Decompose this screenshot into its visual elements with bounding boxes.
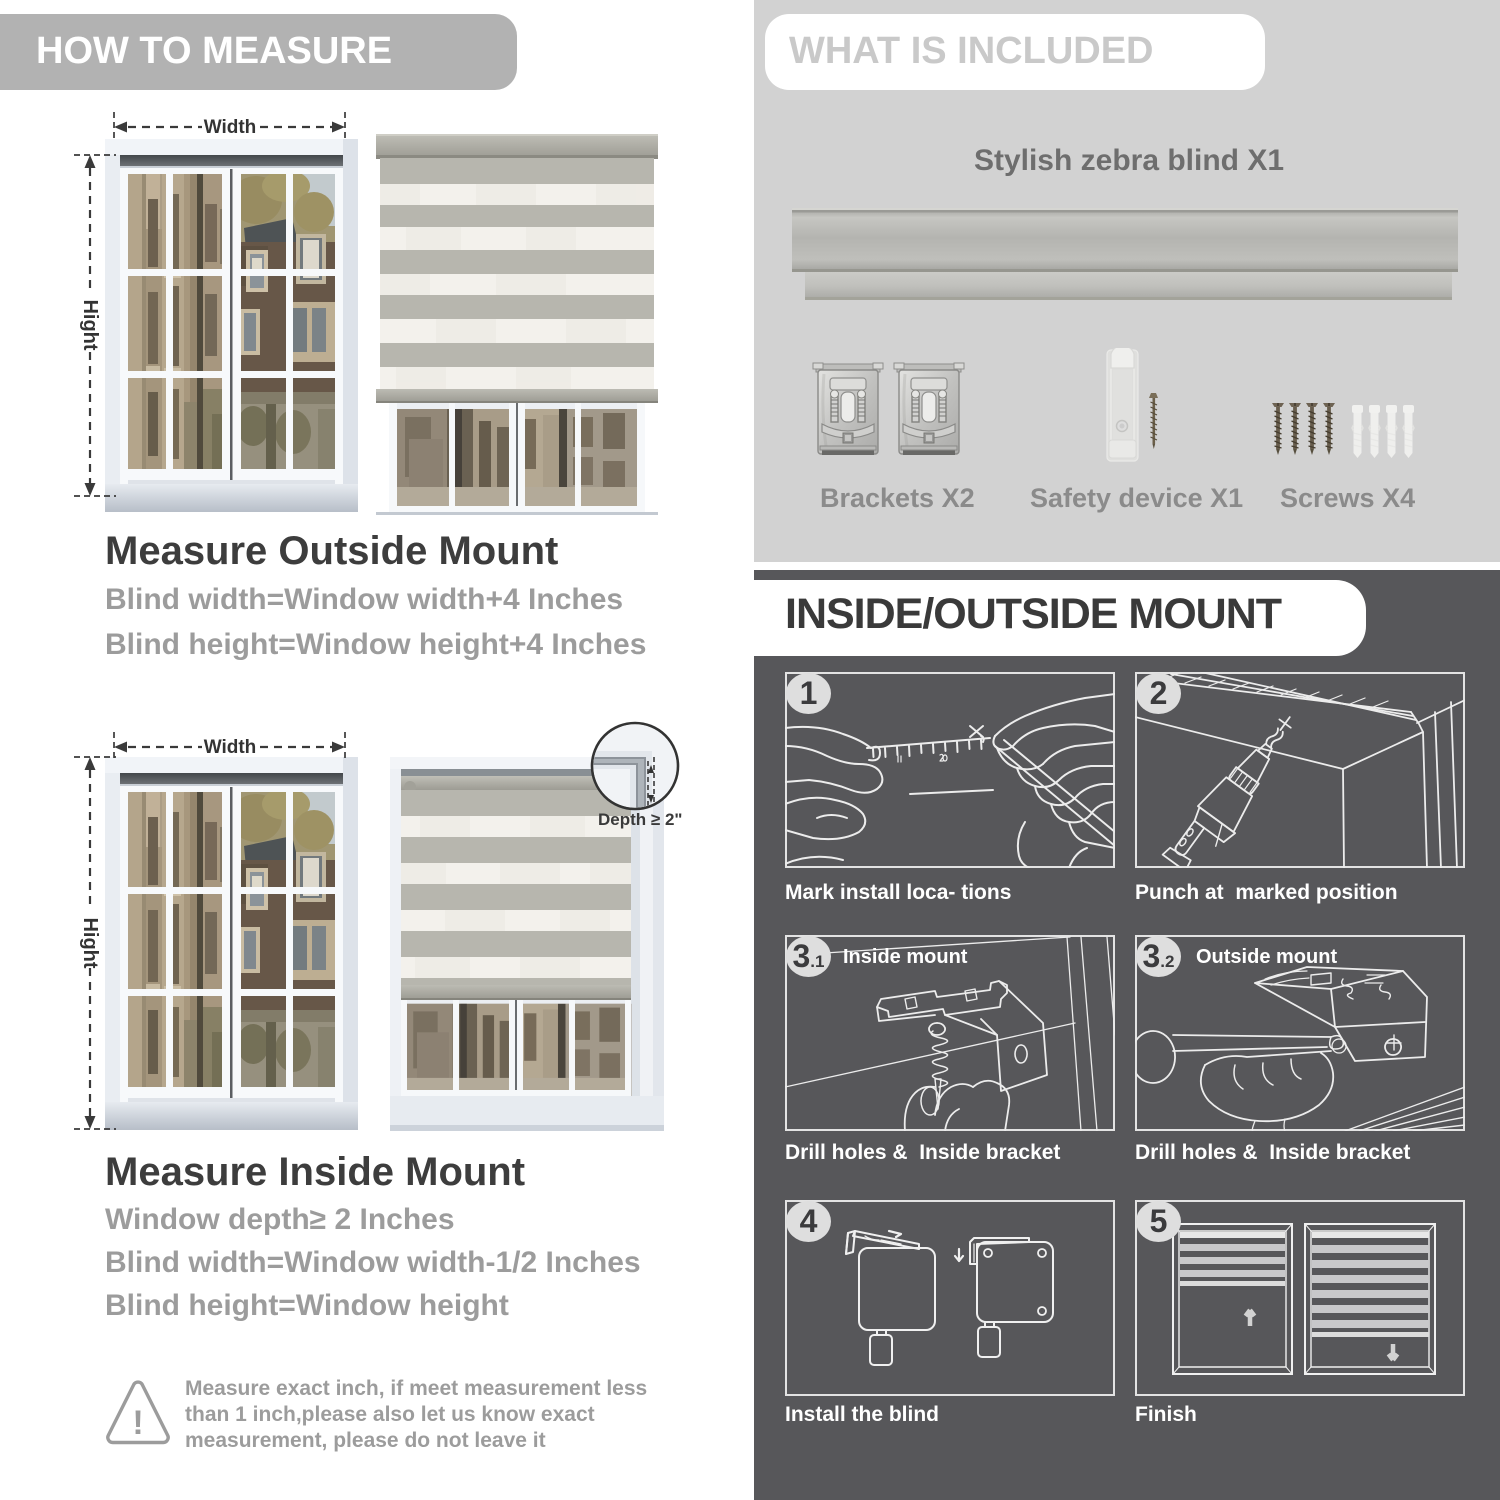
svg-text:Width: Width [204, 117, 257, 138]
svg-text:!: ! [132, 1404, 143, 1442]
svg-text:Hight: Hight [79, 917, 101, 968]
svg-text:Hight: Hight [79, 299, 101, 350]
svg-text:Width: Width [204, 737, 257, 758]
